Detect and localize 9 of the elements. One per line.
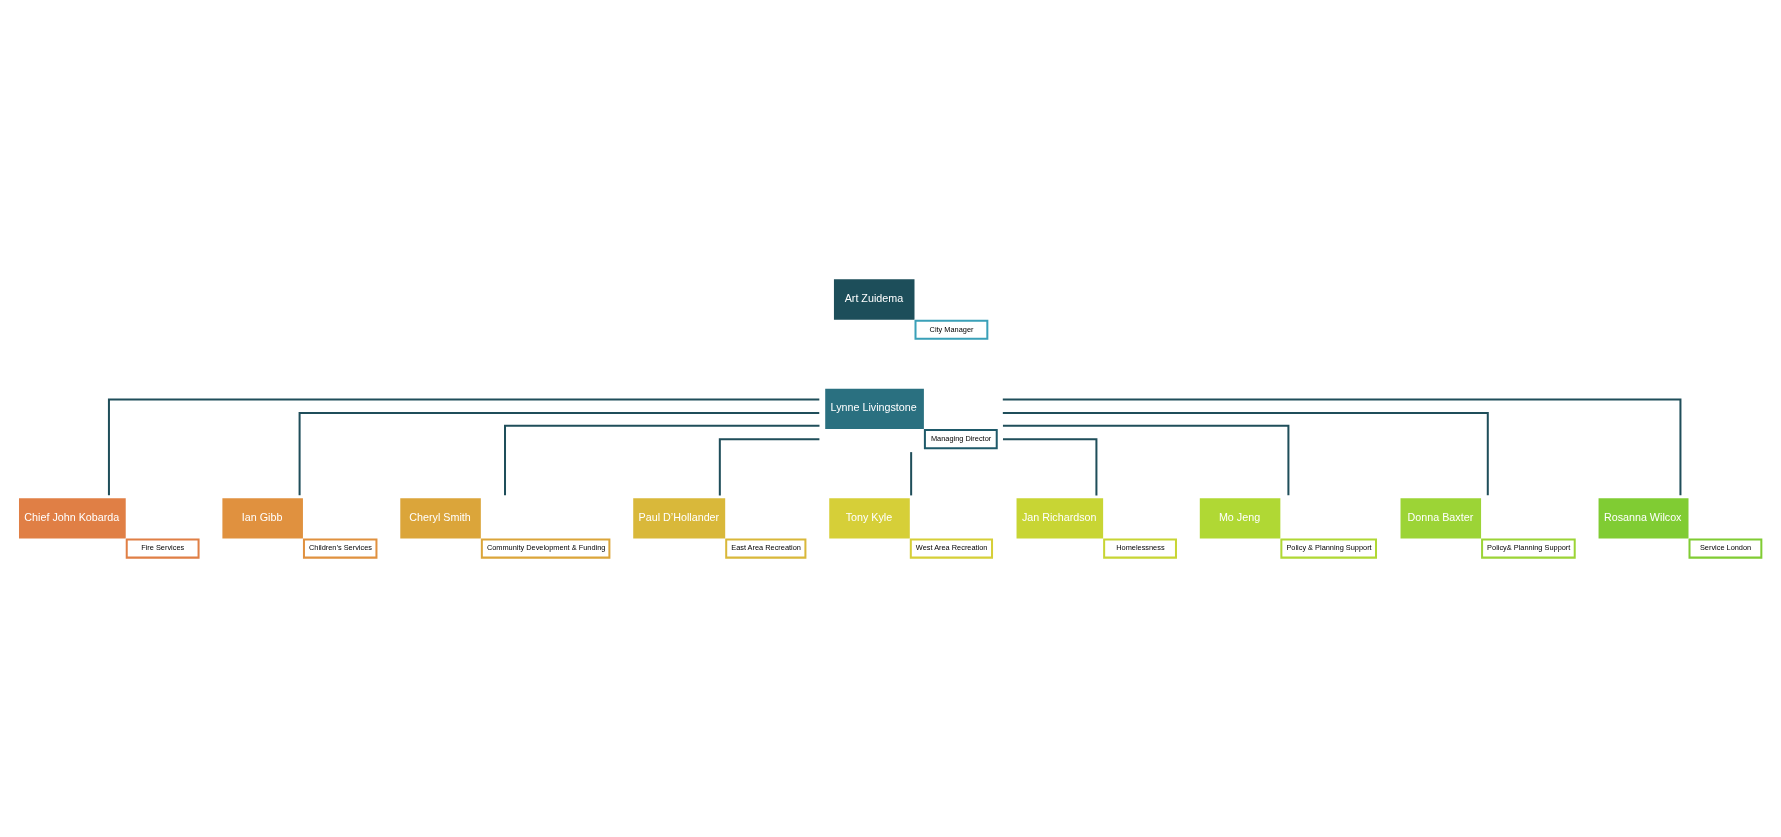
connector	[107, 398, 820, 495]
connector	[1002, 398, 1682, 495]
connector	[1002, 437, 1098, 495]
connector	[910, 451, 913, 495]
connector	[1002, 411, 1489, 495]
connector	[718, 437, 820, 495]
connector	[298, 411, 820, 495]
connector	[504, 424, 820, 495]
connector	[1002, 424, 1290, 495]
